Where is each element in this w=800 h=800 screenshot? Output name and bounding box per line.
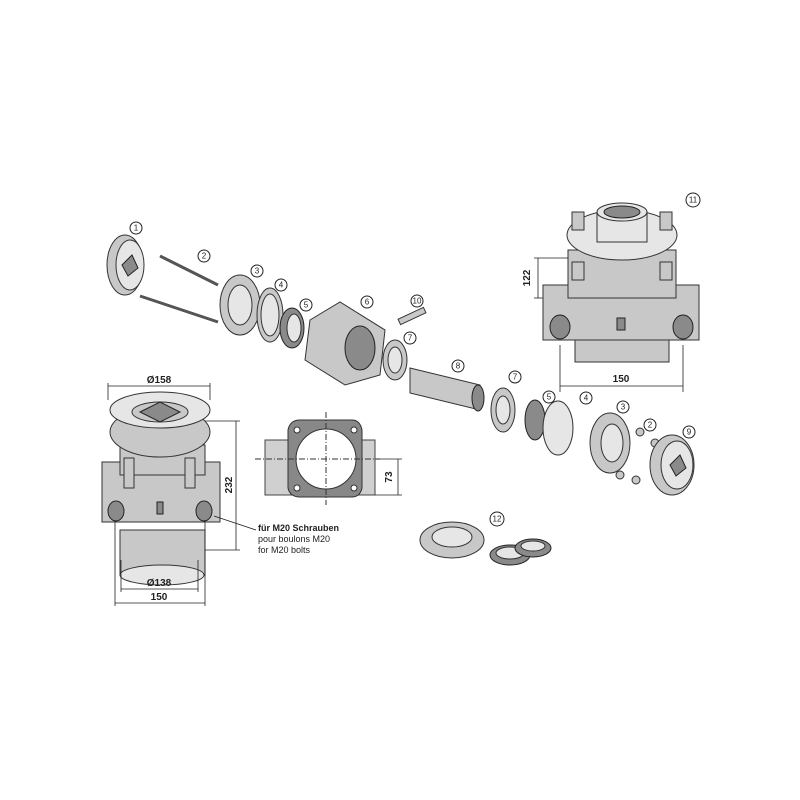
- svg-text:5: 5: [304, 301, 309, 310]
- callout-9: 9: [682, 425, 696, 439]
- callout-4: 4: [274, 278, 288, 292]
- svg-text:5: 5: [547, 393, 552, 402]
- svg-text:7: 7: [408, 334, 413, 343]
- exploded-parts: [106, 234, 695, 496]
- svg-text:4: 4: [584, 394, 589, 403]
- dim-122: 122: [522, 269, 533, 286]
- callout-5: 5: [299, 298, 313, 312]
- svg-text:1: 1: [134, 224, 139, 233]
- callout-5b: 5: [542, 390, 556, 404]
- dim-diameter-138: Ø138: [147, 578, 172, 589]
- callout-11: 11: [685, 192, 701, 208]
- callout-10: 10: [410, 294, 424, 308]
- callout-6: 6: [360, 295, 374, 309]
- callout-3: 3: [250, 264, 264, 278]
- svg-text:11: 11: [689, 196, 698, 205]
- flange-front-view: [255, 412, 402, 505]
- callout-2b: 2: [643, 418, 657, 432]
- callout-8: 8: [451, 359, 465, 373]
- svg-text:12: 12: [493, 515, 502, 524]
- dim-232: 232: [224, 476, 235, 493]
- callout-7b: 7: [508, 370, 522, 384]
- callout-1: 1: [129, 221, 143, 235]
- svg-text:9: 9: [687, 428, 692, 437]
- svg-text:6: 6: [365, 298, 370, 307]
- dimension-lines-top-right: [534, 257, 684, 392]
- svg-text:10: 10: [413, 297, 422, 306]
- callout-2: 2: [197, 249, 211, 263]
- note-french: pour boulons M20: [258, 534, 330, 544]
- svg-text:7: 7: [513, 373, 518, 382]
- housing-assembly-top-right: [542, 202, 700, 363]
- flange-with-seals: [419, 521, 552, 566]
- dim-73: 73: [384, 471, 395, 483]
- dim-150-left: 150: [151, 592, 168, 603]
- dimension-lines-side-view: [107, 383, 257, 606]
- callout-3b: 3: [616, 400, 630, 414]
- svg-text:4: 4: [279, 281, 284, 290]
- svg-text:8: 8: [456, 362, 461, 371]
- dim-150-top: 150: [613, 374, 630, 385]
- callout-12: 12: [489, 511, 505, 527]
- callout-7a: 7: [403, 331, 417, 345]
- note-english: for M20 bolts: [258, 545, 311, 555]
- svg-text:2: 2: [648, 421, 653, 430]
- svg-text:3: 3: [621, 403, 626, 412]
- svg-text:2: 2: [202, 252, 207, 261]
- svg-text:3: 3: [255, 267, 260, 276]
- callout-4b: 4: [579, 391, 593, 405]
- housing-assembly-side-view: [101, 391, 221, 586]
- dim-diameter-158: Ø158: [147, 375, 172, 386]
- note-german: für M20 Schrauben: [258, 523, 339, 533]
- callouts: 1 2 3 4 5 6 10 7 8 7 5 4 3 2 9 11 12: [129, 192, 701, 527]
